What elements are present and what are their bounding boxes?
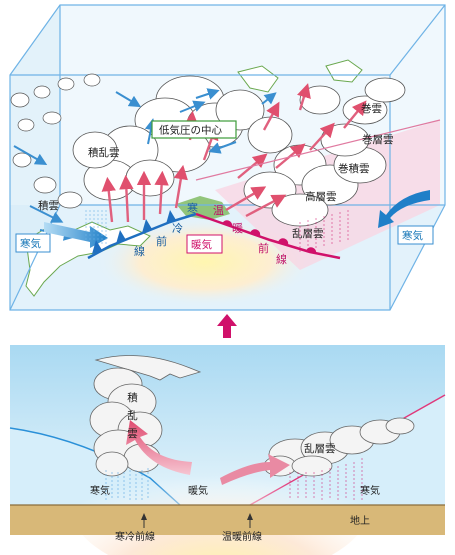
warm-air-label: 暖気 [188,484,208,497]
ground [10,505,445,535]
cold-air-left-label: 寒気 [20,237,41,250]
box-outline [9,4,446,311]
cold-front-char-1: 寒 [187,201,198,215]
label-nimbostratus: 乱層雲 [292,228,324,240]
warm-front-char-1: 温 [213,204,224,217]
label-altostratus: 高層雲 [305,190,337,203]
label-cumulonimbus: 積乱雲 [88,146,120,159]
warm-front-char-4: 線 [276,252,287,266]
warm-front-marker [247,513,253,520]
ground-label: 地上 [350,514,370,527]
bottom-diagram: 積 乱 雲 乱層雲 寒気 暖気 寒気 寒冷前線 温暖前線 地上 [9,345,446,555]
cumulonimbus-char-2: 乱 [126,410,138,421]
label-cumulus: 積雲 [38,199,59,212]
cold-air-left-label: 寒気 [90,484,110,497]
section-rain-right [289,458,363,500]
low-pressure-center-label: 低気圧の中心 [159,124,222,137]
transition-arrow [217,314,237,338]
cyclonic-arrows [144,100,237,154]
label-cirrocumulus: 巻積雲 [338,162,370,175]
cold-air-arrow-right [378,190,430,228]
warm-air-arrow-right [220,454,290,485]
warm-air-box [186,234,223,254]
cold-air-left-box [15,233,51,253]
cold-air-right-label: 寒気 [402,229,423,242]
label-cirrus: 巻雲 [361,103,382,115]
cold-air-arrow-left [44,222,108,248]
land-islands [176,196,230,220]
nimbostratus-label: 乱層雲 [304,443,336,455]
warm-front-char-3: 前 [258,241,269,255]
warm-front-char-2: 暖 [232,222,243,235]
warm-front-label: 温暖前線 [222,530,262,543]
cold-front-char-3: 前 [156,234,167,248]
cumulonimbus-char-1: 積 [126,391,138,403]
cold-air-right-box [397,225,434,245]
section-rain-left [105,468,149,500]
warm-air-label: 暖気 [191,238,212,251]
cold-air-right-label: 寒気 [360,484,380,497]
rain-warm-front [299,210,349,252]
low-pressure-center-box [151,120,237,139]
warm-air-arrow-up [126,420,192,475]
warm-front-surface-edge [195,119,441,181]
land-north [237,65,279,93]
cumulonimbus-char-3: 雲 [126,428,138,439]
cold-front-char-4: 線 [134,244,145,258]
warm-front-line [195,212,341,260]
small-cumulus [10,73,101,209]
cold-front-char-2: 冷 [172,222,183,235]
rain-cold-front [85,210,107,244]
land-east [325,59,363,83]
top-diagram: 低気圧の中心 巻雲 巻層雲 巻積雲 高層雲 乱層雲 積乱雲 積雲 寒気 寒気 暖… [9,4,446,311]
cold-front-line [87,210,197,260]
warm-sector-glow [95,217,315,307]
cold-front-marker [141,513,147,520]
cold-front-label: 寒冷前線 [115,530,155,543]
label-cirrostratus: 巻層雲 [362,134,394,146]
